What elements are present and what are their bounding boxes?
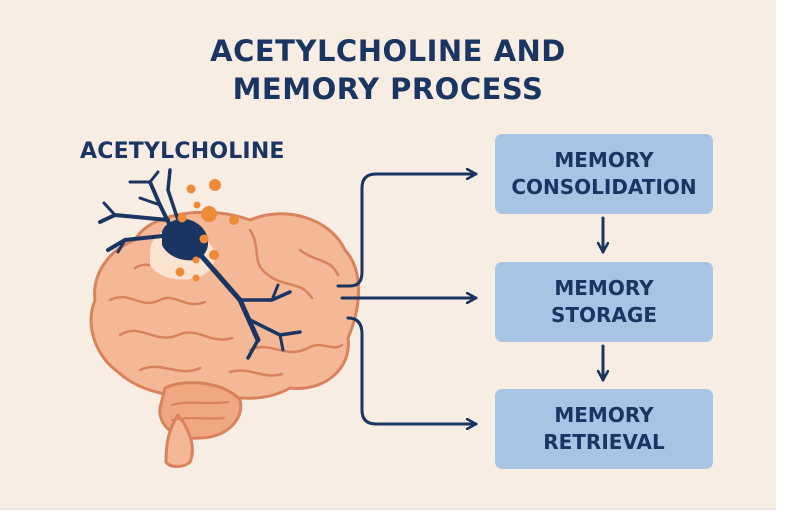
diagram-canvas: ACETYLCHOLINE AND MEMORY PROCESS ACETYLC…	[0, 0, 776, 510]
title-line-2: MEMORY PROCESS	[232, 72, 544, 106]
stage-label-line-2: CONSOLIDATION	[511, 175, 697, 199]
acetylcholine-label: ACETYLCHOLINE	[80, 139, 285, 164]
brain-icon	[89, 210, 360, 468]
stage-label-line-1: MEMORY	[554, 148, 654, 172]
stage-label-line-1: MEMORY	[554, 403, 654, 427]
arrow-to-consolidation	[336, 174, 478, 288]
stage-label-line-2: STORAGE	[550, 303, 657, 327]
brain-to-stage-arrows	[336, 174, 478, 424]
stage-box-retrieval: MEMORY RETRIEVAL	[495, 389, 713, 469]
stage-label-line-1: MEMORY	[554, 276, 654, 300]
neuron-icon	[98, 168, 302, 360]
title-line-1: ACETYLCHOLINE AND	[210, 34, 566, 68]
acetylcholine-molecule-dots	[175, 179, 239, 282]
page-title: ACETYLCHOLINE AND MEMORY PROCESS	[0, 32, 776, 108]
stage-label-line-2: RETRIEVAL	[543, 430, 665, 454]
arrow-to-retrieval	[346, 316, 478, 424]
stage-box-storage: MEMORY STORAGE	[495, 262, 713, 342]
diagram-artwork	[89, 0, 776, 468]
stage-box-consolidation: MEMORY CONSOLIDATION	[495, 134, 713, 214]
